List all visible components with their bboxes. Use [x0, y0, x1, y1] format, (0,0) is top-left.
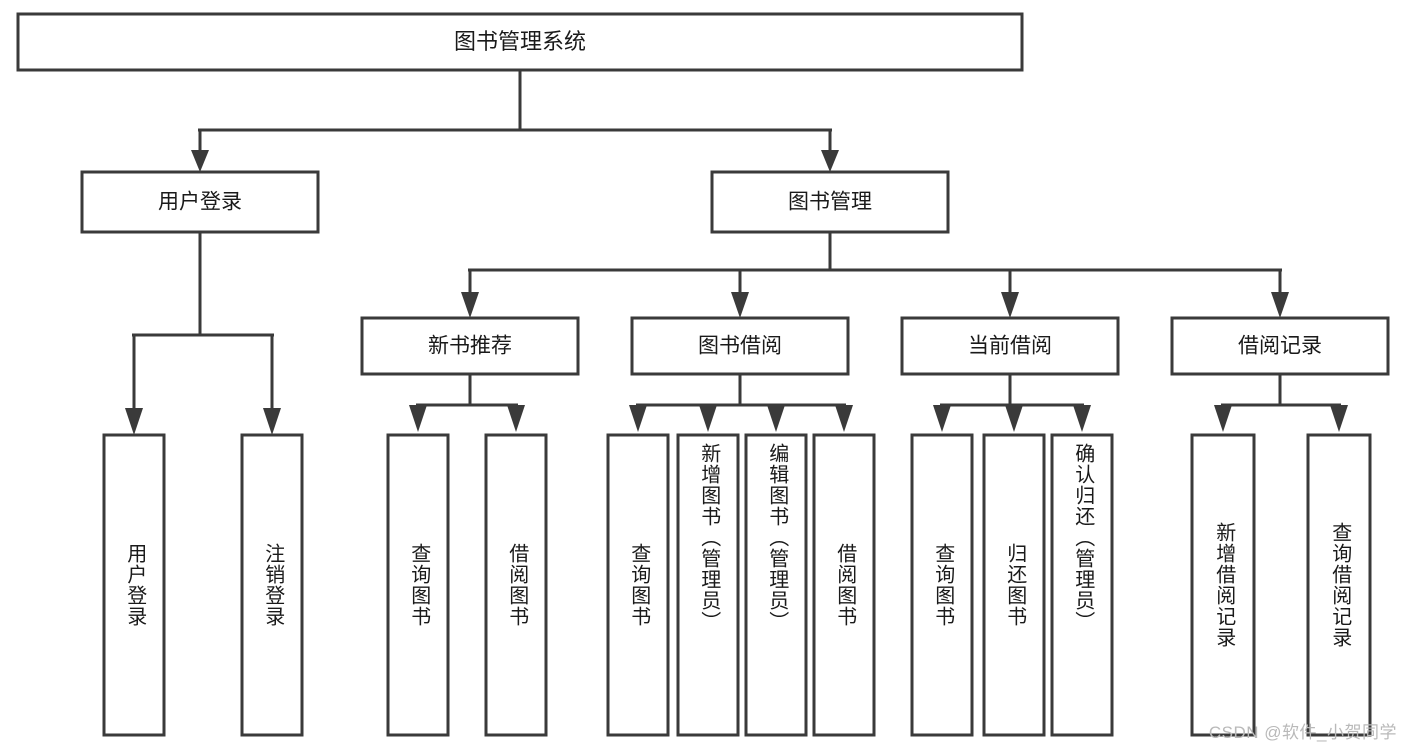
- node-new-book-recommend-box[interactable]: [360, 316, 580, 376]
- node-user-login-label: 用户登录: [158, 191, 242, 214]
- leaf-user-login-box[interactable]: [102, 433, 166, 737]
- node-current-borrow-label: 当前借阅: [968, 335, 1052, 358]
- node-book-borrow-label: 图书借阅: [698, 335, 782, 358]
- arrowhead-leaf-return-book: [1005, 405, 1023, 432]
- leaf-add-record-box[interactable]: [1190, 433, 1256, 737]
- arrowhead-leaf-user-login: [125, 408, 143, 435]
- csdn-watermark: CSDN @软件_小贺同学: [1208, 723, 1397, 742]
- node-current-borrow[interactable]: 当前借阅: [900, 316, 1120, 376]
- node-book-borrow-box[interactable]: [630, 316, 850, 376]
- node-borrow-record[interactable]: 借阅记录: [1170, 316, 1390, 376]
- leaf-borrow-book-1-box[interactable]: [484, 433, 548, 737]
- node-borrow-record-box[interactable]: [1170, 316, 1390, 376]
- leaf-query-book-2-box[interactable]: [606, 433, 670, 737]
- connector-layer: [125, 70, 1348, 435]
- arrowhead-leaf-user-logout: [263, 408, 281, 435]
- arrowhead-book-borrow: [731, 292, 749, 318]
- leaf-query-record-box[interactable]: [1306, 433, 1372, 737]
- leaf-borrow-book-2-box[interactable]: [812, 433, 876, 737]
- arrowhead-leaf-add-record: [1214, 405, 1232, 432]
- arrowhead-new-book-recommend: [461, 292, 479, 318]
- node-current-borrow-box[interactable]: [900, 316, 1120, 376]
- node-new-book-recommend[interactable]: 新书推荐: [360, 316, 580, 376]
- arrowhead-leaf-borrow-book-2: [835, 405, 853, 432]
- arrowhead-book-manage: [821, 150, 839, 172]
- leaf-add-book-box[interactable]: [676, 433, 740, 737]
- arrowhead-leaf-edit-book: [767, 405, 785, 432]
- arrowhead-user-login: [191, 150, 209, 172]
- node-borrow-record-label: 借阅记录: [1238, 335, 1322, 358]
- node-new-book-recommend-label: 新书推荐: [428, 335, 512, 358]
- node-root[interactable]: 图书管理系统: [16, 12, 1024, 72]
- node-root-box[interactable]: [16, 12, 1024, 72]
- leaf-query-book-1-box[interactable]: [386, 433, 450, 737]
- arrowhead-current-borrow: [1001, 292, 1019, 318]
- arrowhead-leaf-query-book-1: [409, 405, 427, 432]
- arrowhead-leaf-query-book-3: [933, 405, 951, 432]
- arrowhead-leaf-query-record: [1330, 405, 1348, 432]
- arrowhead-leaf-query-book-2: [629, 405, 647, 432]
- arrowhead-borrow-record: [1271, 292, 1289, 318]
- node-layer: 图书管理系统 用户登录 图书管理 新书推荐 图书借阅 当前: [16, 12, 1390, 737]
- node-book-manage[interactable]: 图书管理: [710, 170, 950, 234]
- leaf-edit-book-box[interactable]: [744, 433, 808, 737]
- leaf-query-book-3-box[interactable]: [910, 433, 974, 737]
- arrowhead-leaf-add-book: [699, 405, 717, 432]
- node-root-label: 图书管理系统: [454, 29, 586, 54]
- leaf-box-layer: [102, 433, 1372, 737]
- arrowhead-leaf-confirm-return: [1073, 405, 1091, 432]
- node-user-login[interactable]: 用户登录: [80, 170, 320, 234]
- node-book-manage-box[interactable]: [710, 170, 950, 234]
- leaf-user-logout-box[interactable]: [240, 433, 304, 737]
- node-book-manage-label: 图书管理: [788, 191, 872, 214]
- leaf-confirm-return-box[interactable]: [1050, 433, 1114, 737]
- node-book-borrow[interactable]: 图书借阅: [630, 316, 850, 376]
- node-user-login-box[interactable]: [80, 170, 320, 234]
- leaf-return-book-box[interactable]: [982, 433, 1046, 737]
- arrowhead-leaf-borrow-book-1: [507, 405, 525, 432]
